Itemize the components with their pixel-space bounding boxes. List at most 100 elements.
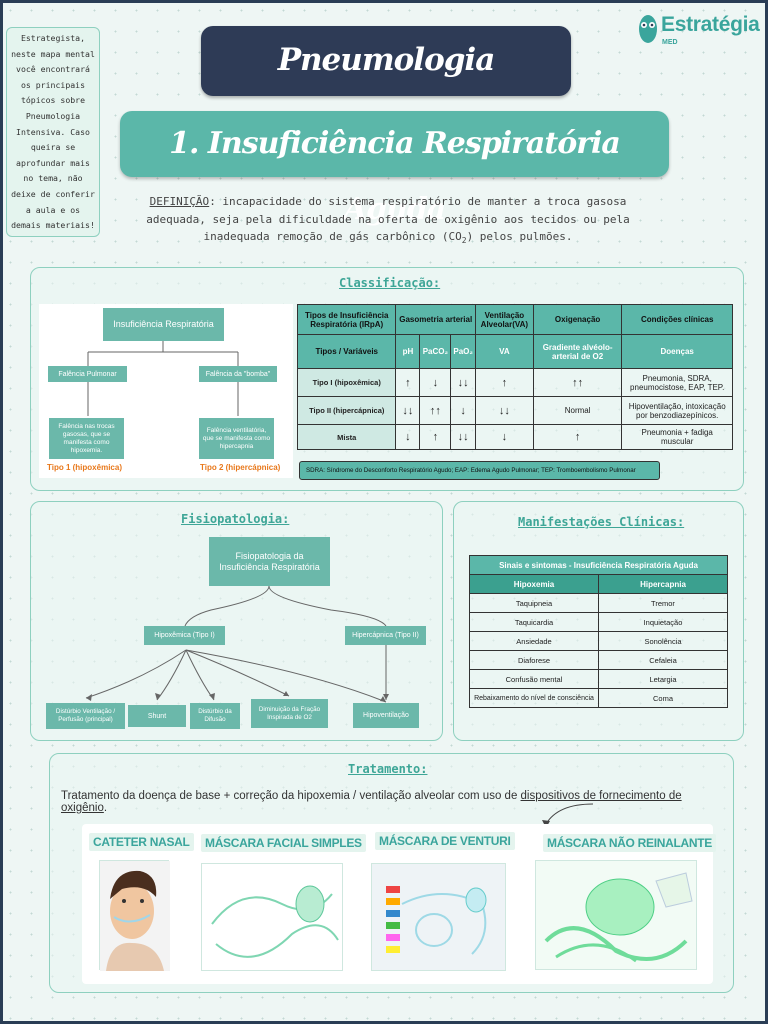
- th-oxigenacao: Oxigenação: [532, 304, 623, 335]
- tree-left-type: Tipo 1 (hipoxêmica): [47, 463, 122, 472]
- table-row: Tipo I (hipoxêmica) ↑ ↓ ↓↓ ↑ ↑↑ Pneumoni…: [296, 368, 733, 397]
- tratamento-text-underlined: dispositivos de fornecimento de oxigênio: [61, 790, 682, 814]
- nasal-cannula-image: [99, 860, 170, 971]
- cell: Inquietação: [598, 612, 728, 632]
- classificacao-title: Classificação:: [339, 276, 441, 290]
- row-pao2: ↓↓: [450, 424, 476, 450]
- row-grad: ↑: [532, 424, 623, 450]
- th-gradiente: Gradiente alvéolo-arterial de O2: [532, 334, 623, 369]
- tratamento-text-end: .: [103, 802, 108, 814]
- logo-text: Estratégia: [661, 13, 760, 36]
- tree-left-desc: Falência nas trocas gasosas, que se mani…: [49, 418, 124, 459]
- th-condicoes: Condições clínicas: [621, 304, 733, 335]
- fisio-right: Hipercápnica (Tipo II): [345, 626, 426, 645]
- simple-mask-image: [201, 863, 343, 971]
- table-row: Tipo II (hipercápnica) ↓↓ ↑↑ ↓ ↓↓ Normal…: [296, 396, 733, 425]
- fisio-leaf: Diminuição da Fração Inspirada de O2: [251, 699, 328, 728]
- row-paco2: ↑: [419, 424, 452, 450]
- fisio-leaf: Hipoventilação: [353, 703, 419, 728]
- row-va: ↓↓: [474, 396, 534, 425]
- non-rebreather-figure: [544, 872, 693, 963]
- row-doencas: Pneumonia + fadiga muscular: [621, 424, 733, 450]
- row-paco2: ↓: [419, 368, 452, 397]
- row-grad: ↑↑: [532, 368, 623, 397]
- cell: Letargia: [598, 669, 728, 689]
- tratamento-title: Tratamento:: [348, 762, 428, 776]
- cell: Rebaixamento do nível de consciência: [469, 688, 599, 708]
- row-va: ↑: [474, 368, 534, 397]
- classification-table: Tipos de Insuficiência Respiratória (IRp…: [296, 304, 733, 450]
- row-doencas: Pneumonia, SDRA, pneumocistose, EAP, TEP…: [621, 368, 733, 397]
- symptoms-table-title: Sinais e sintomas - Insuficiência Respir…: [469, 555, 728, 575]
- section-title: 1. Insuficiência Respiratória Aguda: [120, 111, 669, 227]
- cell: Diaforese: [469, 650, 599, 670]
- cell: Taquicardia: [469, 612, 599, 632]
- definition-sub: 2: [461, 236, 467, 246]
- row-pao2: ↓↓: [450, 368, 476, 397]
- nasal-cannula-figure: [100, 861, 170, 971]
- row-ph: ↑: [395, 368, 421, 397]
- th-va: VA: [474, 334, 534, 369]
- cell: Ansiedade: [469, 631, 599, 651]
- row-va: ↓: [474, 424, 534, 450]
- definition-text: : incapacidade do sistema respiratório d…: [146, 195, 630, 243]
- definition: DEFINIÇÃO: incapacidade do sistema respi…: [143, 193, 633, 250]
- fisio-left: Hipoxêmica (Tipo I): [144, 626, 225, 645]
- row-ph: ↓↓: [395, 396, 421, 425]
- th-doencas: Doenças: [621, 334, 733, 369]
- device-label-venturi: MÁSCARA DE VENTURI: [375, 832, 515, 850]
- abbreviation-footnote: SDRA: Síndrome do Desconforto Respiratór…: [299, 461, 660, 480]
- cell: Confusão mental: [469, 669, 599, 689]
- fisio-root: Fisiopatologia da Insuficiência Respirat…: [209, 537, 330, 586]
- cell: Taquipneia: [469, 593, 599, 613]
- th-ph: pH: [395, 334, 421, 369]
- simple-mask-figure: [211, 885, 339, 958]
- tree-root: Insuficiência Respiratória: [103, 308, 224, 341]
- intro-note: Estrategista, neste mapa mental você enc…: [6, 27, 100, 237]
- th-paco2: PaCO₂: [419, 334, 452, 369]
- device-label-nao-reinalante: MÁSCARA NÃO REINALANTE: [543, 834, 716, 852]
- th-gasometria: Gasometria arterial: [395, 304, 476, 335]
- row-tipo: Tipo II (hipercápnica): [296, 396, 397, 425]
- fisio-leaf: Distúrbio Ventilação / Perfusão (princip…: [46, 703, 125, 729]
- manifestacoes-panel: Manifestações Clínicas: Sinais e sintoma…: [453, 501, 744, 741]
- th-ventilacao: Ventilação Alveolar(VA): [474, 304, 534, 335]
- classificacao-panel: Classificação: Insuficiência Respiratóri…: [30, 267, 744, 491]
- tree-right-desc: Falência ventilatória, que se manifesta …: [199, 418, 274, 459]
- device-label-mascara-simples: MÁSCARA FACIAL SIMPLES: [201, 834, 366, 852]
- row-paco2: ↑↑: [419, 396, 452, 425]
- venturi-mask-figure: [386, 886, 487, 955]
- venturi-mask-image: [371, 863, 506, 971]
- tratamento-text: Tratamento da doença de base + correção …: [61, 790, 721, 814]
- brand-logo: Estratégia MED: [637, 13, 761, 53]
- col-hipercapnia: Hipercapnia: [598, 574, 728, 594]
- owl-logo-icon: [639, 15, 657, 43]
- th-pao2: PaO₂: [450, 334, 476, 369]
- fisio-leaf: Distúrbio da Difusão: [190, 703, 240, 729]
- manifestacoes-title: Manifestações Clínicas:: [518, 515, 685, 529]
- device-label-cateter: CATETER NASAL: [89, 833, 194, 851]
- th-tipos: Tipos de Insuficiência Respiratória (IRp…: [296, 304, 397, 335]
- tree-connectors: [87, 341, 239, 416]
- non-rebreather-mask-image: [535, 860, 697, 970]
- page-title: Pneumologia Intensiva: [201, 26, 571, 146]
- th-tipos-variaveis: Tipos / Variáveis: [296, 334, 397, 369]
- fisio-connectors: [85, 585, 389, 703]
- cell: Cefaleia: [598, 650, 728, 670]
- tree-right-type: Tipo 2 (hipercápnica): [200, 463, 281, 472]
- fisio-leaf: Shunt: [128, 705, 186, 727]
- row-tipo: Tipo I (hipoxêmica): [296, 368, 397, 397]
- cell: Tremor: [598, 593, 728, 613]
- cell: Coma: [598, 688, 728, 708]
- fisiopatologia-title: Fisiopatologia:: [181, 512, 290, 526]
- fisiopatologia-panel: Fisiopatologia: Fisiopatologia da Insufi…: [30, 501, 443, 741]
- col-hipoxemia: Hipoxemia: [469, 574, 599, 594]
- row-pao2: ↓: [450, 396, 476, 425]
- table-row: Mista ↓ ↑ ↓↓ ↓ ↑ Pneumonia + fadiga musc…: [296, 424, 733, 450]
- definition-text-end: ) pelos pulmões.: [466, 230, 573, 243]
